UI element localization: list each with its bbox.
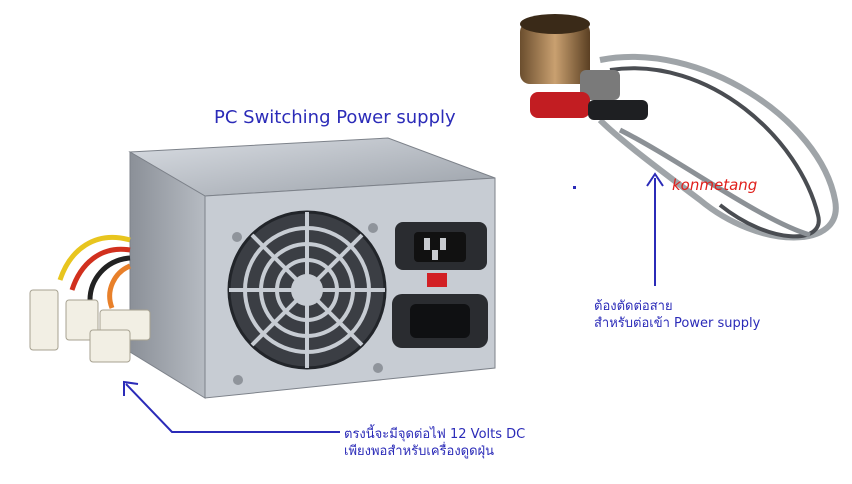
arrow-curved-icon bbox=[123, 380, 340, 433]
note-cable: ต้องตัดต่อสาย สำหรับต่อเข้า Power supply bbox=[594, 298, 760, 332]
molex-connectors bbox=[29, 289, 151, 363]
ac-outlet bbox=[392, 294, 488, 348]
page-title: PC Switching Power supply bbox=[214, 107, 456, 128]
arrow-up-icon bbox=[646, 172, 664, 286]
psu-image bbox=[29, 137, 496, 399]
watermark-text: konmetang bbox=[672, 176, 758, 194]
note-12v-line1: ตรงนี้จะมีจุดต่อไฟ 12 Volts DC bbox=[344, 427, 526, 442]
voltage-switch bbox=[427, 273, 447, 287]
dot-mark bbox=[573, 186, 576, 189]
note-cable-line1: ต้องตัดต่อสาย bbox=[594, 299, 673, 314]
ac-inlet bbox=[395, 222, 487, 270]
note-12v: ตรงนี้จะมีจุดต่อไฟ 12 Volts DC เพียงพอสำ… bbox=[344, 426, 525, 460]
note-cable-line2: สำหรับต่อเข้า Power supply bbox=[594, 316, 761, 331]
car-lighter-cable-image bbox=[520, 14, 839, 241]
fan-grill bbox=[227, 210, 387, 370]
note-12v-line2: เพียงพอสำหรับเครื่องดูดฝุ่น bbox=[344, 444, 495, 459]
